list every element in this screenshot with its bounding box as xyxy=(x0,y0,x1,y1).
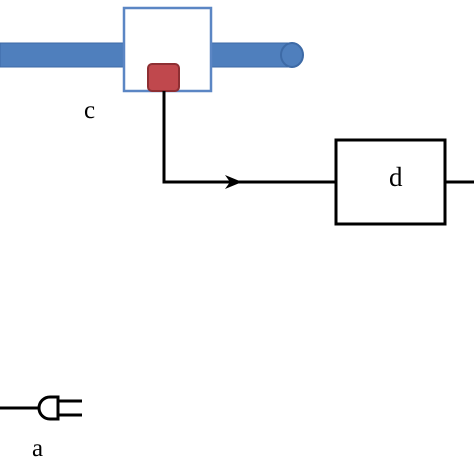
label-a: a xyxy=(32,435,44,462)
pipe-end-cap xyxy=(280,42,304,68)
pipe-left-segment xyxy=(0,42,127,68)
flow-arrowhead-icon xyxy=(225,175,242,189)
sensor-element xyxy=(147,63,180,92)
processing-box-d xyxy=(334,138,447,226)
plug-icon xyxy=(37,395,82,421)
label-c: c xyxy=(84,97,96,124)
signal-wire xyxy=(162,91,336,184)
label-d: d xyxy=(389,162,403,192)
